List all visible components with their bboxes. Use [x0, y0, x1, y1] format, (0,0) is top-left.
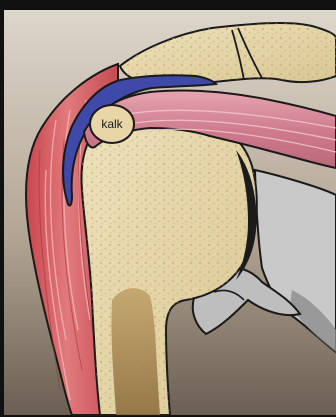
calcium-deposit-label: kalk [101, 117, 123, 131]
